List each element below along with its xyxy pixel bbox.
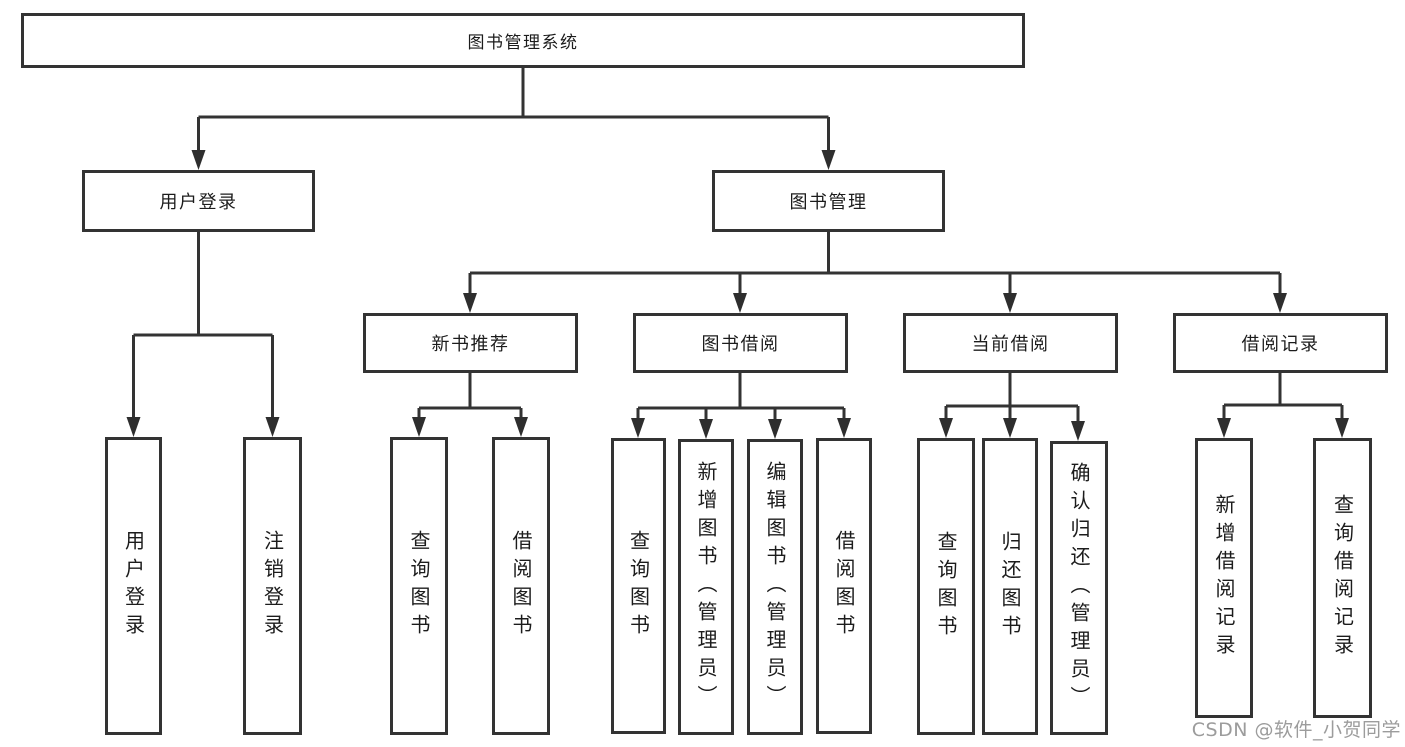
leaf-label: 查询借阅记录 <box>1330 494 1355 662</box>
leaf-label: 归还图书 <box>998 530 1022 643</box>
leaf-label: 注销登录 <box>260 530 285 642</box>
node-library-management-system: 图书管理系统 <box>21 13 1025 68</box>
node-borrow-records: 借阅记录 <box>1173 313 1388 373</box>
node-label: 用户登录 <box>159 192 238 213</box>
leaf-nb-borrow-books: 借阅图书 <box>492 437 550 735</box>
arrowhead <box>463 293 477 313</box>
node-book-management: 图书管理 <box>712 170 945 232</box>
leaf-br-add-record: 新增借阅记录 <box>1195 438 1253 718</box>
leaf-label: 新增借阅记录 <box>1212 494 1236 662</box>
arrowhead <box>514 417 528 437</box>
arrowhead <box>699 419 713 439</box>
node-label: 新书推荐 <box>431 334 510 355</box>
leaf-br-query-record: 查询借阅记录 <box>1313 438 1372 718</box>
arrowhead <box>1217 418 1231 438</box>
node-label: 图书管理系统 <box>467 33 579 53</box>
leaf-bb-add-book-admin: 新增图书（管理员） <box>678 439 734 735</box>
csdn-watermark: CSDN @软件_小贺同学 <box>1191 719 1401 741</box>
leaf-bb-borrow-books: 借阅图书 <box>816 438 872 734</box>
node-user-login: 用户登录 <box>82 170 315 232</box>
arrowhead <box>939 418 953 438</box>
arrowhead <box>191 150 206 170</box>
arrowhead <box>1335 418 1349 438</box>
arrowhead <box>631 418 645 438</box>
node-label: 图书管理 <box>789 192 868 213</box>
leaf-cb-query-books: 查询图书 <box>917 438 975 735</box>
leaf-label: 新增图书（管理员） <box>694 461 718 713</box>
arrowhead <box>1071 421 1085 441</box>
arrowhead <box>821 150 836 170</box>
arrowhead <box>768 419 782 439</box>
leaf-label: 查询图书 <box>407 530 431 642</box>
node-label: 图书借阅 <box>701 334 780 355</box>
arrowhead <box>1003 293 1017 313</box>
leaf-label: 借阅图书 <box>832 530 856 642</box>
node-label: 当前借阅 <box>971 334 1050 355</box>
leaf-label: 查询图书 <box>934 530 958 643</box>
leaf-logout: 注销登录 <box>243 437 302 735</box>
node-new-book-recommendation: 新书推荐 <box>363 313 578 373</box>
leaf-bb-query-books: 查询图书 <box>611 438 666 734</box>
arrowhead <box>412 417 426 437</box>
leaf-nb-query-books: 查询图书 <box>390 437 448 735</box>
leaf-label: 查询图书 <box>626 530 651 642</box>
connector-lines <box>132 68 1344 424</box>
leaf-label: 编辑图书（管理员） <box>763 461 787 713</box>
leaf-bb-edit-book-admin: 编辑图书（管理员） <box>747 439 803 735</box>
node-book-borrowing: 图书借阅 <box>633 313 848 373</box>
node-label: 借阅记录 <box>1241 334 1320 355</box>
arrowhead <box>837 418 851 438</box>
arrowhead <box>265 417 280 437</box>
arrowhead-group <box>126 150 1349 441</box>
arrowhead <box>733 293 747 313</box>
arrowhead <box>1273 293 1287 313</box>
arrowhead <box>126 417 141 437</box>
node-current-borrowing: 当前借阅 <box>903 313 1118 373</box>
leaf-cb-confirm-return-admin: 确认归还（管理员） <box>1050 441 1108 735</box>
arrowhead <box>1003 418 1017 438</box>
leaf-label: 确认归还（管理员） <box>1067 462 1091 714</box>
leaf-label: 借阅图书 <box>509 530 533 642</box>
leaf-user-login: 用户登录 <box>105 437 162 735</box>
leaf-cb-return-books: 归还图书 <box>982 438 1038 735</box>
leaf-label: 用户登录 <box>121 530 146 642</box>
